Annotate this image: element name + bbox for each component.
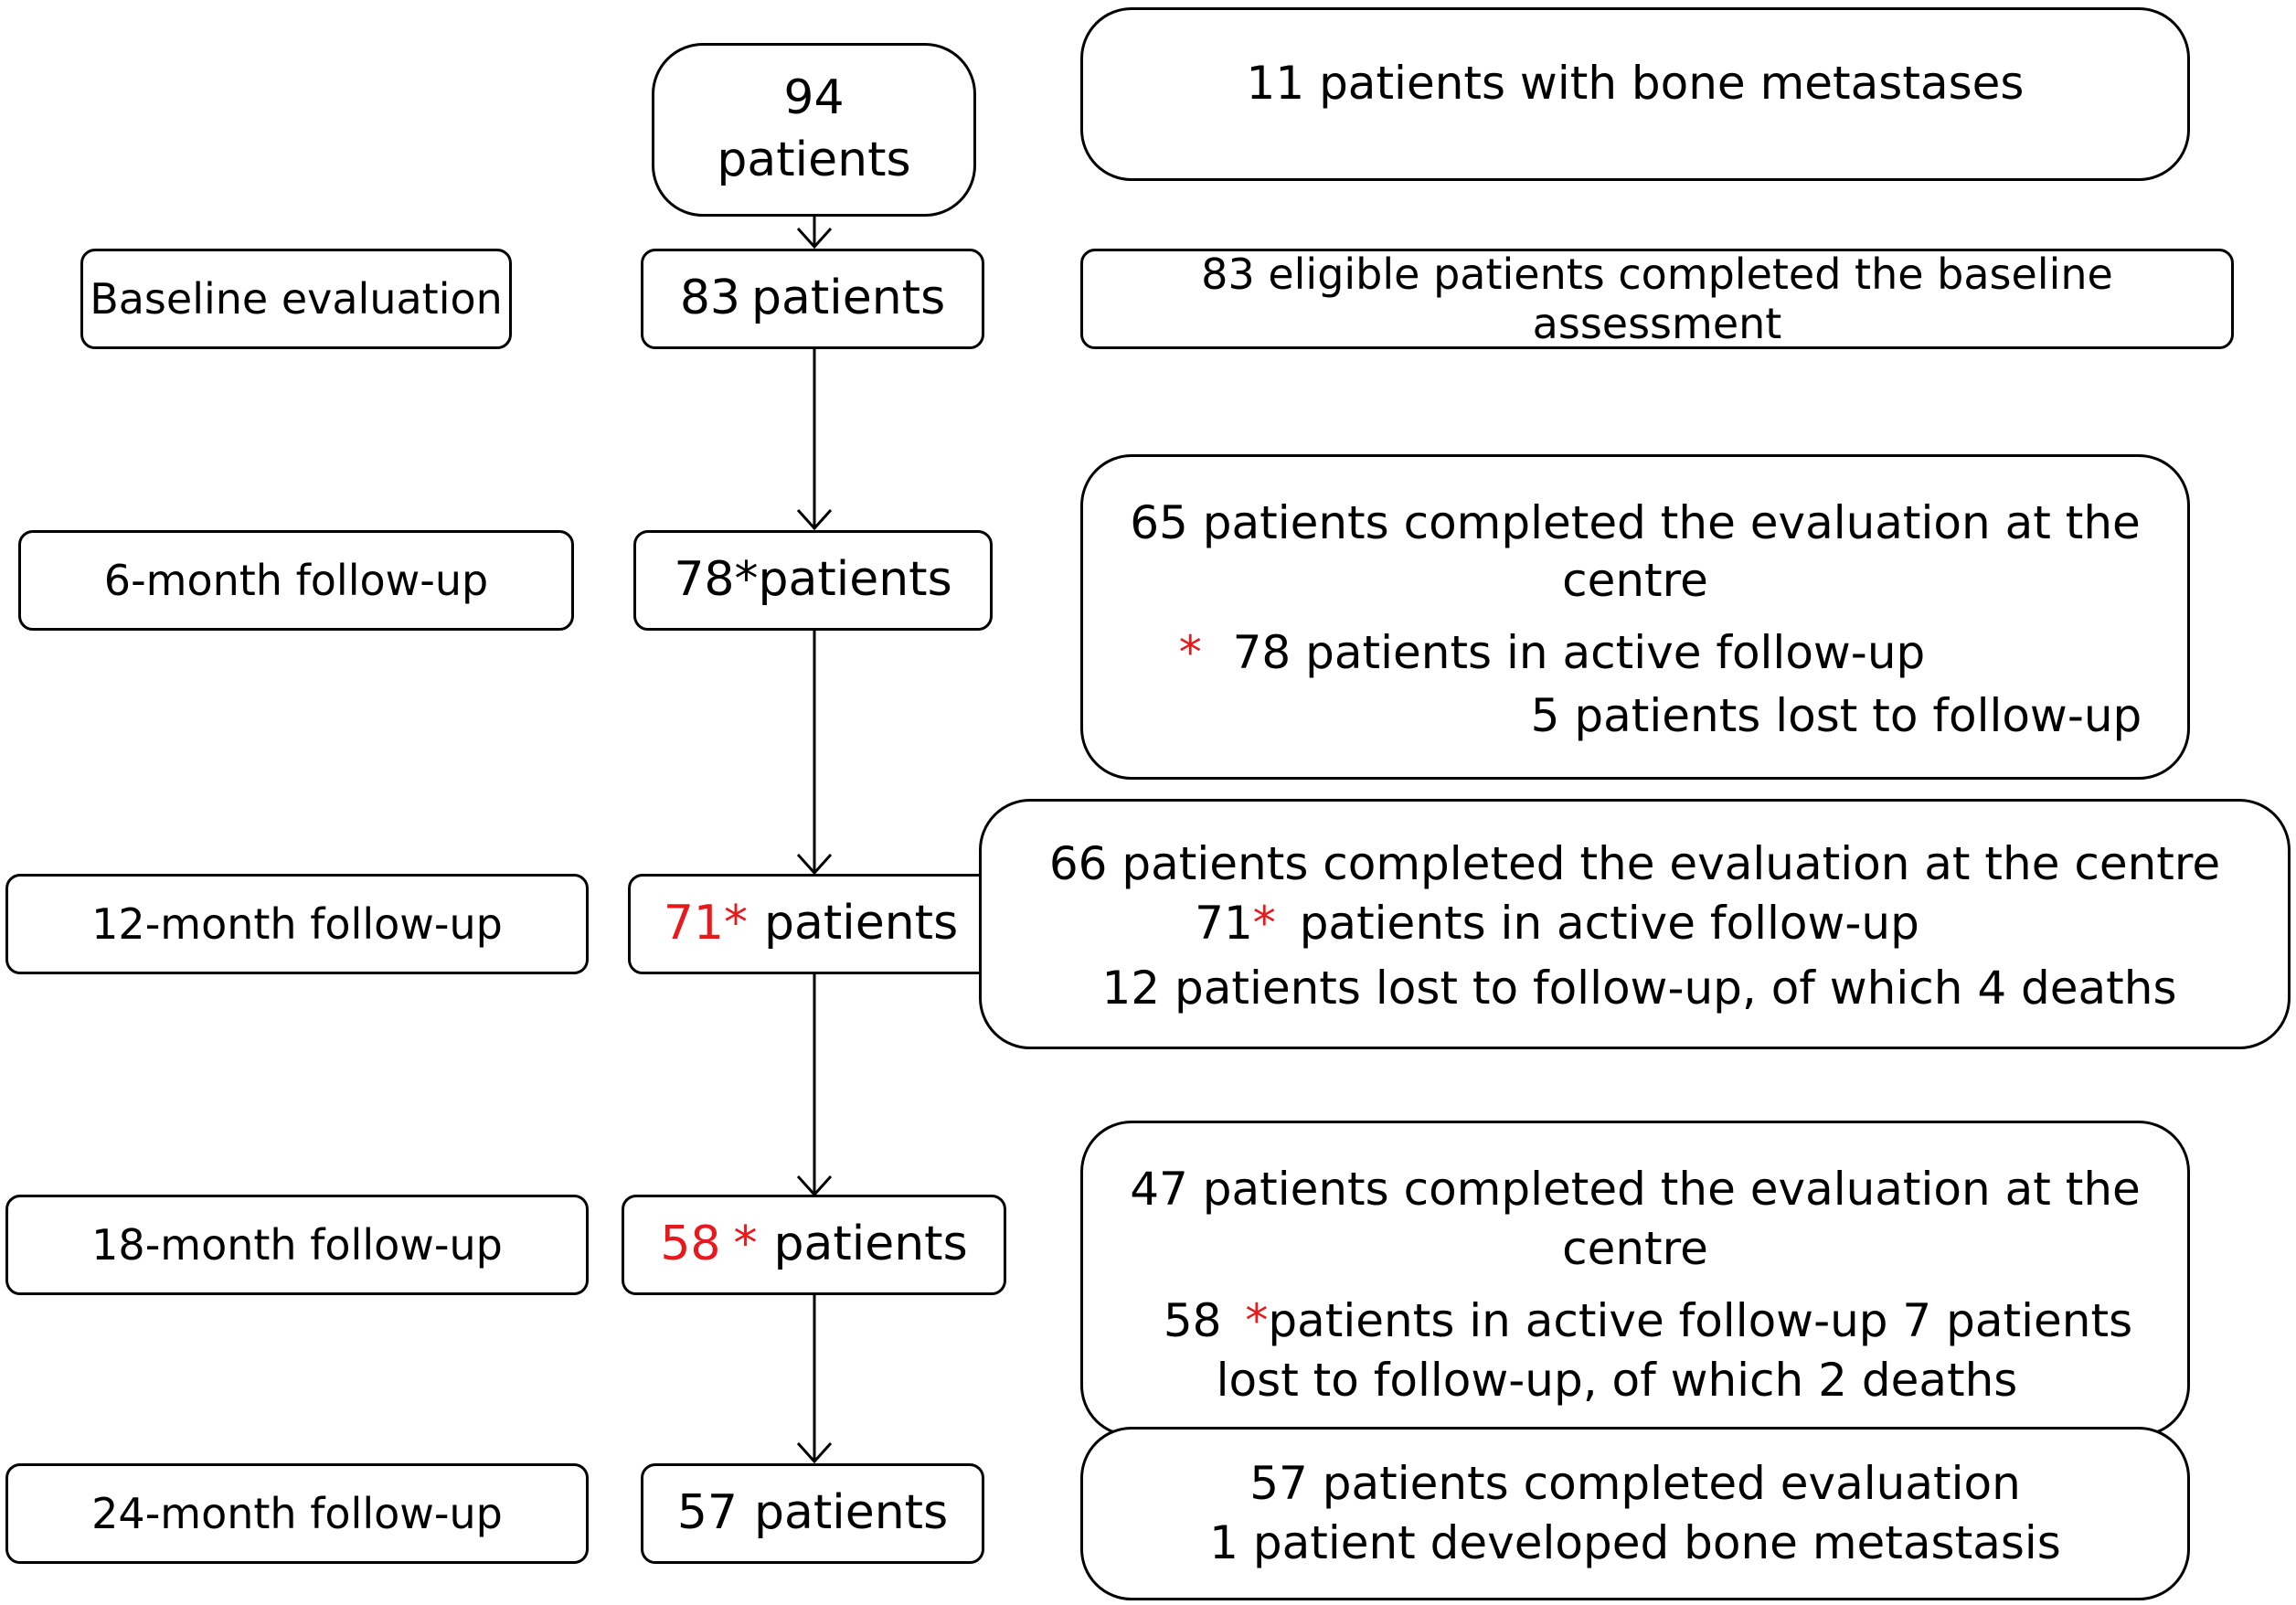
total-patients-word: patients [717, 133, 911, 187]
count-asterisk: * [733, 1217, 758, 1272]
stage-count-12-month: 71 * patients [628, 874, 994, 974]
stage-label-18-month: 18-month follow-up [5, 1195, 589, 1295]
stage-desc-24-month: 57 patients completed evaluation 1 patie… [1080, 1427, 2190, 1600]
total-patients-box: 94 patients [652, 43, 976, 217]
count-number: 78 [674, 552, 735, 608]
count-word: patients [754, 1485, 949, 1541]
count-asterisk: * [724, 896, 749, 951]
red-asterisk: * [1252, 896, 1276, 950]
stage-label-baseline: Baseline evaluation [80, 249, 512, 349]
arrowhead-6m-to-12m [796, 853, 833, 876]
count-number: 57 [676, 1485, 739, 1541]
count-word: patients [764, 896, 959, 951]
count-word: patients [758, 552, 952, 608]
total-patients-number: 94 [783, 70, 845, 126]
count-word: patients [751, 271, 946, 326]
bone-metastases-box: 11 patients with bone metastases [1080, 7, 2190, 181]
stage-label-24-month: 24-month follow-up [5, 1463, 589, 1564]
arrowhead-baseline-to-6m [796, 508, 833, 531]
count-asterisk: * [734, 552, 759, 608]
stage-count-18-month: 58 * patients [622, 1195, 1006, 1295]
stage-label-6-month: 6-month follow-up [18, 530, 574, 631]
stage-label-12-month: 12-month follow-up [5, 874, 589, 974]
red-asterisk: * [1178, 626, 1202, 679]
stage-desc-6-month: 65 patients completed the evaluation at … [1080, 454, 2190, 780]
count-number: 83 [679, 271, 741, 326]
stage-count-6-month: 78 * patients [633, 530, 993, 631]
bone-metastases-note: 11 patients with bone metastases [1246, 57, 2025, 110]
count-number: 58 [660, 1217, 721, 1272]
stage-desc-12-month: 66 patients completed the evaluation at … [979, 799, 2291, 1049]
stage-count-24-month: 57 patients [641, 1463, 984, 1564]
red-asterisk: * [1245, 1294, 1269, 1347]
arrowhead-top-to-baseline [796, 227, 833, 250]
arrowhead-18m-to-24m [796, 1441, 833, 1464]
count-number: 71 [663, 896, 725, 951]
stage-count-baseline: 83 patients [641, 249, 984, 349]
stage-desc-18-month: 47 patients completed the evaluation at … [1080, 1121, 2190, 1437]
count-word: patients [773, 1217, 968, 1272]
stage-desc-baseline: 83 eligible patients completed the basel… [1080, 249, 2234, 349]
